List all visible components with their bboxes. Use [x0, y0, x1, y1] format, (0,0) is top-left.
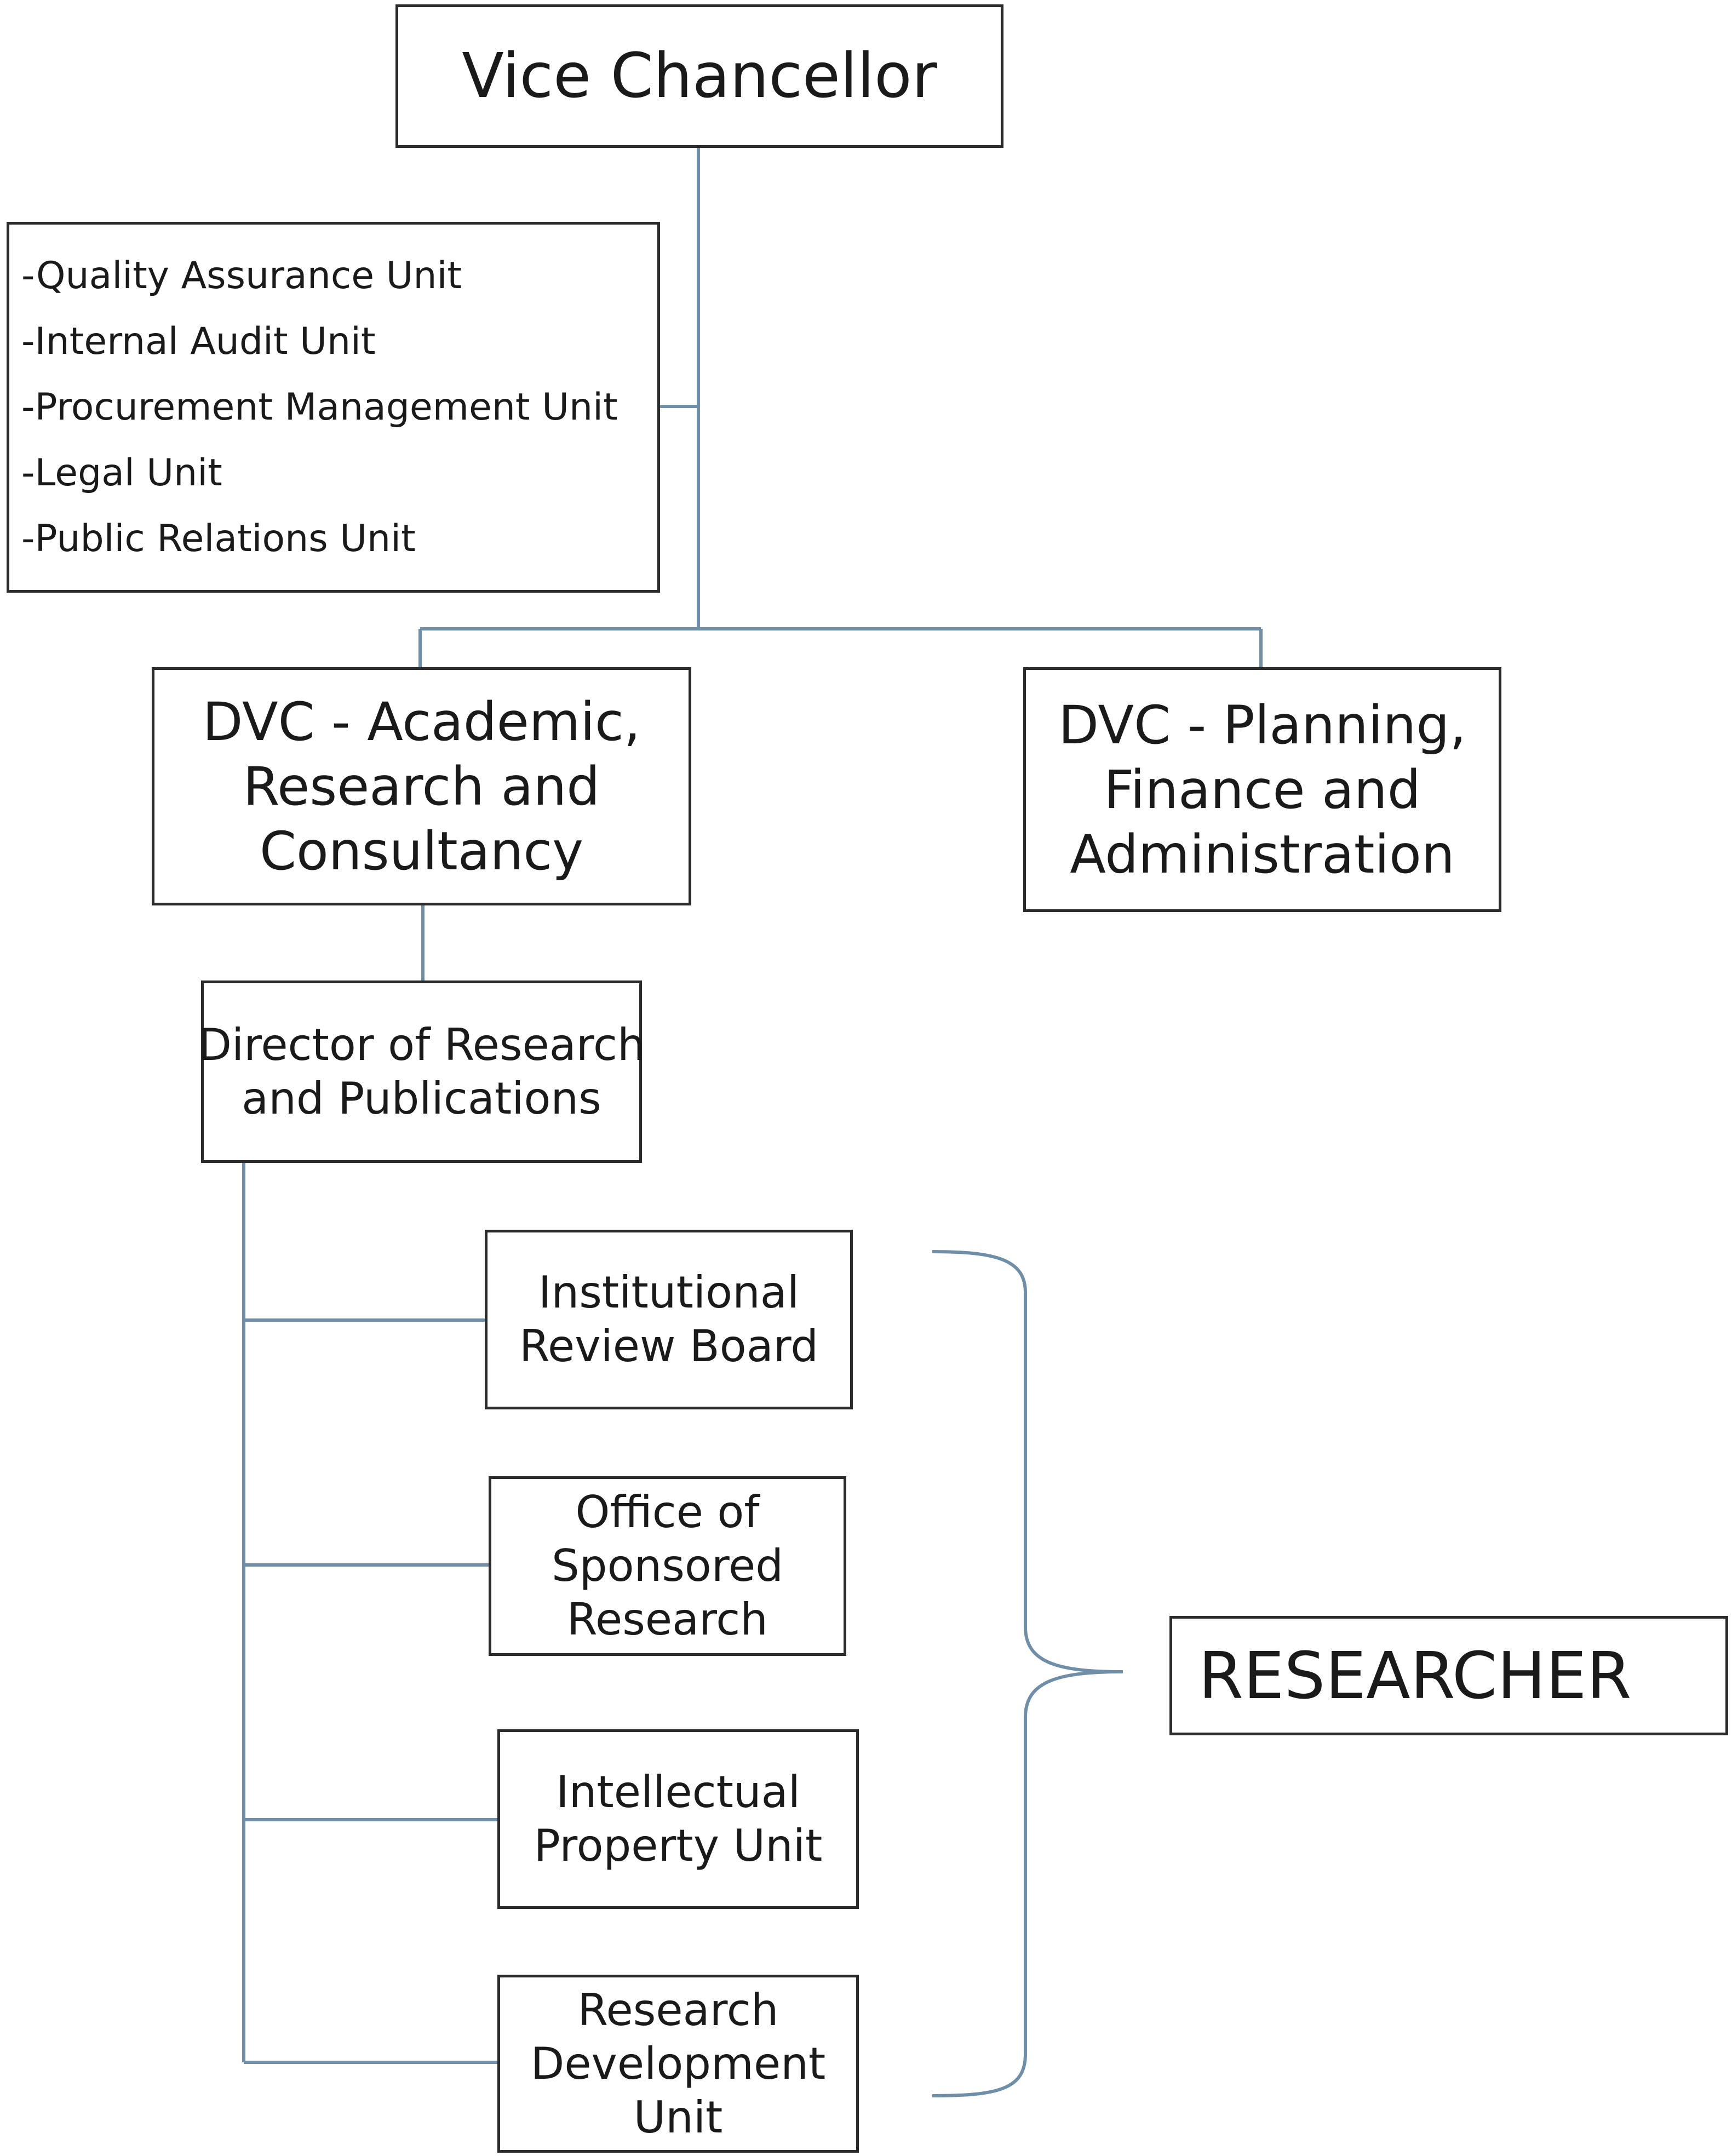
- unit-line: Property Unit: [534, 1820, 823, 1871]
- office-of-sponsored-research-box: Office of Sponsored Research: [489, 1476, 846, 1656]
- researcher-brace: [932, 1250, 1123, 2097]
- researcher-box: RESEARCHER: [1169, 1616, 1728, 1735]
- dvc-planning-line: DVC - Planning,: [1058, 694, 1466, 756]
- unit-line: Unit: [633, 2091, 723, 2143]
- director-line: and Publications: [242, 1073, 601, 1124]
- staff-unit-item: -Internal Audit Unit: [21, 319, 376, 363]
- director-line: Director of Research: [198, 1019, 645, 1070]
- staff-unit-item: -Quality Assurance Unit: [21, 254, 462, 297]
- unit-line: Research: [567, 1594, 768, 1645]
- dvc-planning-line: Finance and: [1104, 759, 1421, 821]
- director-box: Director of Research and Publications: [198, 980, 645, 1163]
- institutional-review-board-box: Institutional Review Board: [485, 1230, 853, 1409]
- research-development-unit-box: Research Development Unit: [497, 1975, 859, 2153]
- unit-line: Institutional: [538, 1267, 800, 1318]
- dvc-academic-line: Research and: [243, 755, 600, 817]
- dvc-academic-box: DVC - Academic, Research and Consultancy: [152, 667, 691, 905]
- intellectual-property-unit-box: Intellectual Property Unit: [497, 1729, 859, 1909]
- unit-line: Office of: [575, 1487, 760, 1538]
- unit-line: Development: [530, 2038, 826, 2089]
- unit-line: Intellectual: [556, 1767, 800, 1817]
- researcher-label: RESEARCHER: [1198, 1638, 1632, 1713]
- staff-units-box: -Quality Assurance Unit -Internal Audit …: [7, 222, 660, 593]
- dvc-academic-line: Consultancy: [259, 820, 584, 882]
- unit-line: Research: [577, 1984, 779, 2035]
- dvc-planning-box: DVC - Planning, Finance and Administrati…: [1023, 667, 1501, 912]
- vice-chancellor-label: Vice Chancellor: [462, 41, 937, 112]
- staff-unit-item: -Legal Unit: [21, 451, 222, 495]
- unit-line: Sponsored: [552, 1540, 783, 1591]
- staff-unit-item: -Procurement Management Unit: [21, 385, 618, 429]
- vice-chancellor-box: Vice Chancellor: [395, 4, 1003, 148]
- unit-line: Review Board: [519, 1321, 818, 1372]
- dvc-academic-line: DVC - Academic,: [202, 691, 641, 753]
- staff-unit-item: -Public Relations Unit: [21, 517, 416, 560]
- dvc-planning-line: Administration: [1070, 823, 1455, 885]
